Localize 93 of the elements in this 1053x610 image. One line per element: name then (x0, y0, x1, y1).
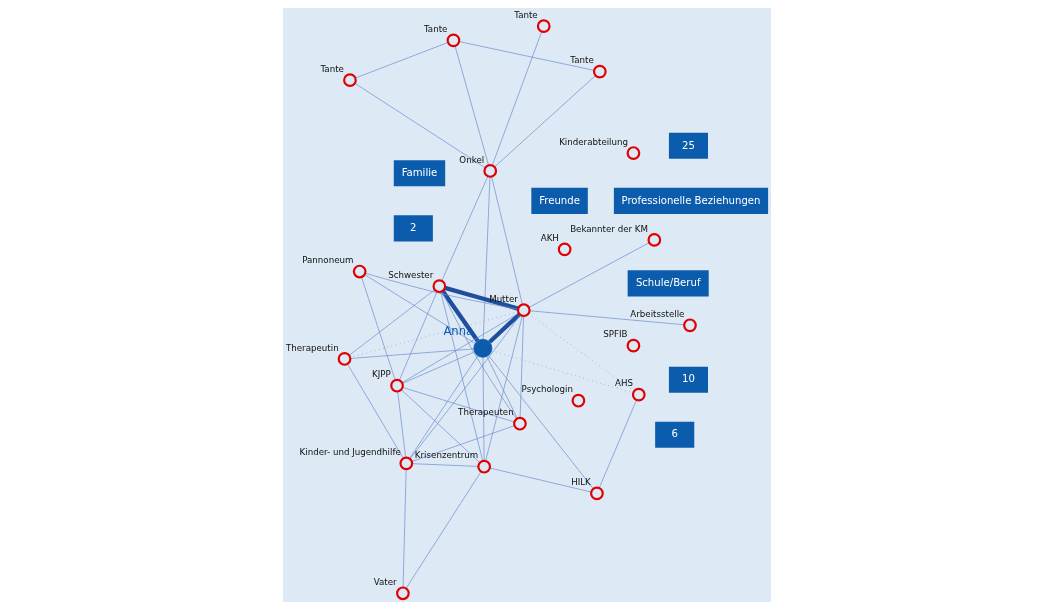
node-circle (398, 456, 413, 471)
connector (440, 176, 488, 282)
node-circle (626, 146, 640, 160)
connector (458, 41, 594, 71)
connector (490, 176, 523, 305)
connector (528, 310, 684, 326)
node-label: Therapeutin (285, 342, 339, 353)
connector (528, 242, 649, 308)
connector (398, 291, 437, 381)
label: 6 (670, 428, 678, 440)
node-label: Kinderabteilung (558, 136, 628, 147)
connector (354, 83, 486, 169)
connector (408, 355, 478, 459)
label: 10 (681, 373, 695, 385)
connector (482, 357, 484, 462)
node-label: HILK (570, 477, 591, 488)
node-label: AKH (540, 233, 559, 244)
label: Professionelle Beziehungen (620, 194, 760, 206)
connector (487, 312, 521, 344)
node-circle (472, 338, 492, 358)
node-label: Tante (569, 55, 594, 66)
connector (405, 471, 481, 589)
connector (401, 312, 519, 384)
node-circle (512, 416, 527, 431)
node-circle (592, 64, 607, 79)
node-label: Tante (423, 24, 447, 35)
label: 2 (409, 222, 417, 234)
connector (396, 391, 406, 458)
connector (519, 315, 524, 419)
node-label: Therapeuten (457, 407, 514, 418)
node-label: Kinder- und Jugendhilfe (299, 447, 401, 458)
node-label: Psychologin (521, 384, 573, 395)
connector (401, 387, 515, 423)
node-label: Schwester (387, 269, 433, 280)
node-circle (431, 279, 446, 294)
node-circle (516, 303, 531, 318)
connector (364, 272, 518, 310)
node-label: Bekannter der KM (569, 223, 648, 234)
connector (346, 363, 404, 459)
node-circle (395, 586, 410, 601)
node-circle (631, 387, 646, 402)
node-label: Vater (373, 577, 397, 588)
connector (411, 425, 515, 462)
node-circle (482, 164, 497, 178)
node-circle (476, 459, 491, 474)
node-circle (337, 352, 351, 366)
node-label: SPFIB (602, 329, 627, 340)
connector (487, 355, 594, 490)
connector (454, 45, 489, 166)
node-circle (571, 393, 585, 408)
node-label: AHS (614, 378, 633, 389)
connector (348, 289, 435, 356)
label: Freunde (538, 194, 580, 206)
node-circle (352, 264, 367, 279)
label: 25 (681, 139, 695, 151)
node-circle (557, 242, 572, 257)
node-circle (589, 486, 604, 501)
node-circle (446, 33, 460, 48)
connector (486, 356, 518, 419)
node-label: KJPP (371, 369, 391, 380)
node-circle (646, 233, 661, 247)
connector (349, 348, 474, 359)
connector (493, 75, 596, 168)
node-circle (342, 73, 357, 88)
node-circle (682, 318, 697, 333)
node-circle (626, 338, 640, 353)
node-circle (536, 19, 551, 33)
connector (409, 314, 521, 460)
connector (441, 291, 517, 420)
connector (363, 274, 476, 344)
connector (439, 291, 483, 462)
connector (482, 176, 490, 340)
connector (402, 469, 407, 588)
node-label: Arbeitsstelle (629, 309, 684, 320)
connector (491, 31, 542, 166)
node-label: Tante (513, 9, 538, 20)
connector (484, 315, 523, 462)
connector (401, 351, 475, 384)
connector (443, 285, 519, 311)
label: Familie (401, 167, 437, 179)
connector (489, 467, 592, 493)
node-label: Mutter (488, 293, 518, 304)
connector (360, 276, 396, 381)
connector (400, 389, 480, 463)
node-label: Pannoneum (301, 255, 353, 266)
node-label: Tante (320, 63, 344, 74)
label: Schule/Beruf (635, 277, 700, 289)
connector (411, 463, 479, 467)
node-label: Krisenzentrum (414, 450, 478, 461)
node-circle (389, 378, 404, 393)
node-label: Onkel (458, 154, 484, 165)
connector (598, 399, 637, 489)
connector (354, 42, 448, 79)
